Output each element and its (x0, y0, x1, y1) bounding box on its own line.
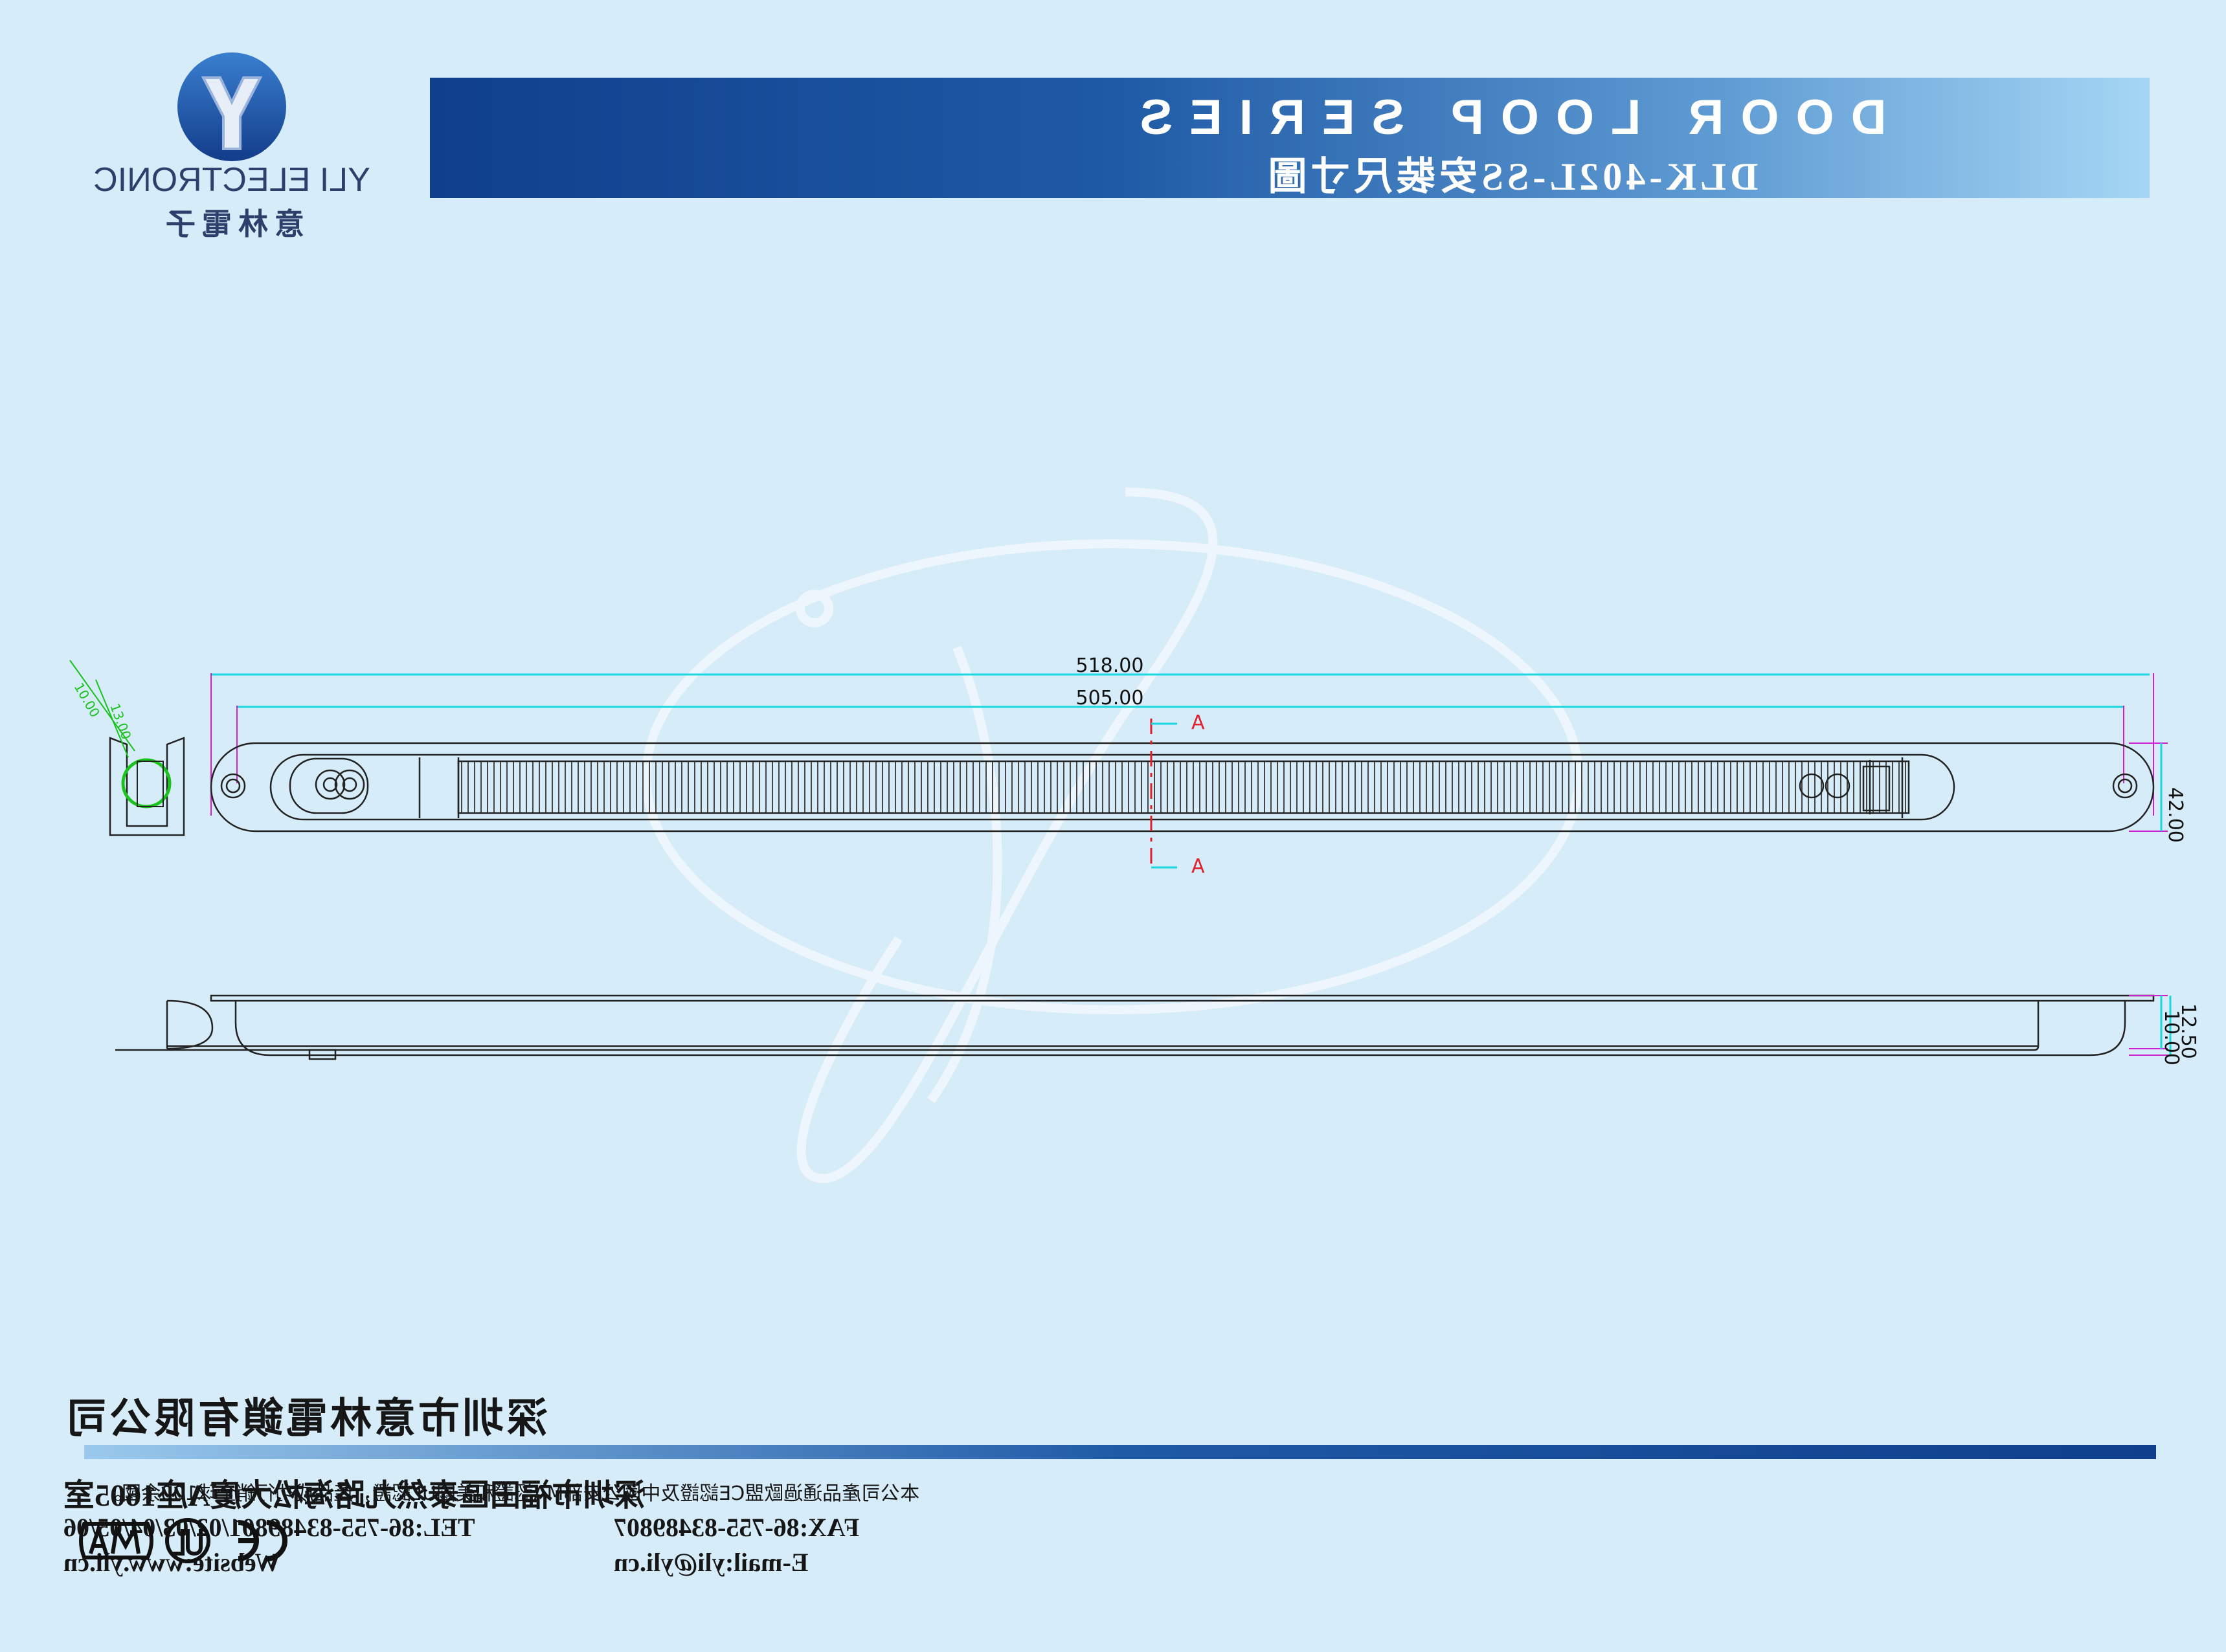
dim-12-text: 12.50 (2177, 1003, 2199, 1059)
dim-518-text: 518.00 (1076, 654, 1144, 677)
end-view: 13.00 10.00 (69, 660, 185, 836)
end-dim-a-text: 13.00 (107, 702, 134, 742)
company-logo: YLI ELECTRONIC 意林電子 (83, 52, 381, 246)
ma-mark-icon (79, 1522, 153, 1559)
footer-divider (84, 1445, 2156, 1459)
dim-505-text: 505.00 (1076, 687, 1144, 709)
section-line: A A (1150, 711, 1205, 878)
dimension-inner-length: 505.00 (236, 687, 2124, 783)
watermark-logo (642, 487, 1583, 1183)
yli-y-logo-icon (177, 52, 286, 161)
ce-mark-icon (238, 1520, 287, 1561)
company-fax: FAX:86-755-83489807 (614, 1513, 860, 1542)
dim-42-text: 42.00 (2164, 787, 2187, 843)
section-label-bottom: A (1191, 855, 1205, 878)
company-email: E-mail:yli@yli.cn (614, 1548, 809, 1577)
dimension-width: 42.00 (2129, 742, 2187, 843)
company-name: 深圳市意林電鎖有限公司 (63, 1395, 548, 1443)
ul-mark-icon (165, 1518, 210, 1563)
section-label-top: A (1191, 711, 1205, 734)
side-view (115, 994, 2155, 1060)
certification-marks (79, 1518, 287, 1563)
plan-view (210, 742, 2155, 832)
dim-10-text: 10.00 (2160, 1010, 2183, 1066)
certification-note: 本公司產品通過歐盟CE認證及中國公安部MA認證和美國UL認證，產品成功行銷全球1… (102, 1482, 920, 1505)
dimension-height: 10.00 12.50 (2129, 995, 2199, 1066)
